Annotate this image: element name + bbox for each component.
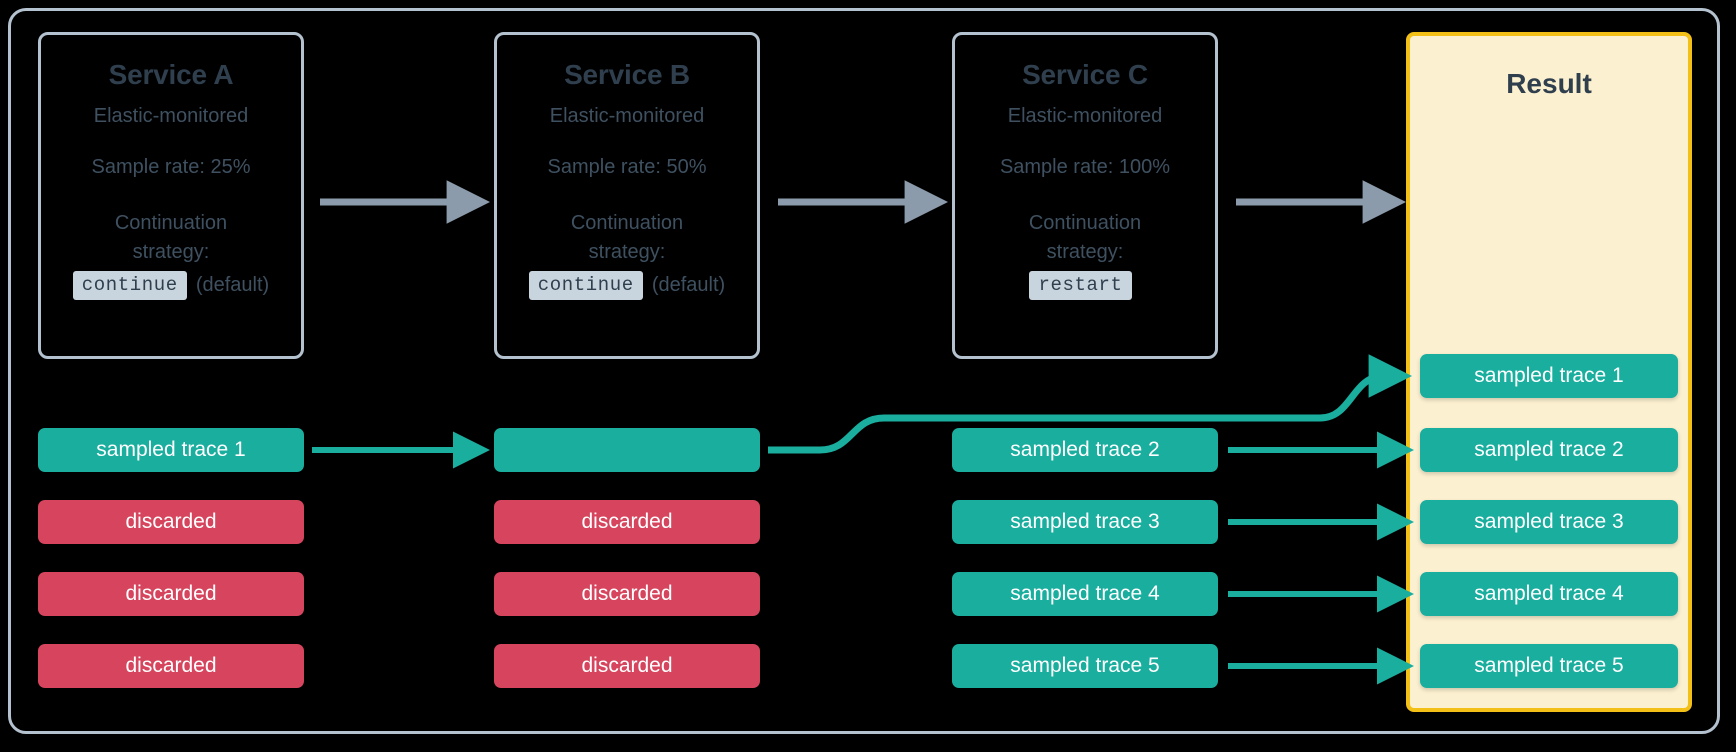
service-b-title: Service B — [564, 59, 690, 90]
trace-pill-c-1-label: sampled trace 2 — [1010, 438, 1160, 461]
service-a-sample-rate: Sample rate: 25% — [91, 156, 251, 178]
service-c-strategy-row: restart — [955, 271, 1215, 300]
trace-pill-a-2-label: discarded — [125, 510, 217, 533]
result-pill-2: sampled trace 2 — [1420, 428, 1678, 472]
result-pill-5-label: sampled trace 5 — [1474, 654, 1624, 677]
result-pill-4: sampled trace 4 — [1420, 572, 1678, 616]
service-c-strategy-chip: restart — [1029, 271, 1132, 300]
trace-pill-c-2: sampled trace 3 — [952, 500, 1218, 544]
trace-pill-c-3: sampled trace 4 — [952, 572, 1218, 616]
service-c-subtitle: Elastic-monitored — [1007, 105, 1163, 127]
trace-pill-b-4-label: discarded — [581, 654, 673, 677]
service-b-strategy-chip: continue — [528, 271, 643, 300]
trace-pill-b-2: discarded — [494, 500, 760, 544]
trace-pill-a-2: discarded — [38, 500, 304, 544]
trace-pill-a-4-label: discarded — [125, 654, 217, 677]
result-pill-1: sampled trace 1 — [1420, 354, 1678, 398]
service-a-strategy-row: continue (default) — [41, 271, 301, 300]
trace-pill-a-4: discarded — [38, 644, 304, 688]
trace-pill-b-4: discarded — [494, 644, 760, 688]
result-pill-3-label: sampled trace 3 — [1474, 510, 1624, 533]
trace-pill-a-1-label: sampled trace 1 — [96, 438, 246, 461]
service-box-a: Service A Elastic-monitored Sample rate:… — [38, 32, 304, 359]
trace-pill-b-3-label: discarded — [581, 582, 673, 605]
result-title: Result — [1506, 68, 1592, 99]
trace-pill-b-3: discarded — [494, 572, 760, 616]
trace-pill-b-1 — [494, 428, 760, 472]
service-box-c: Service C Elastic-monitored Sample rate:… — [952, 32, 1218, 359]
result-pill-2-label: sampled trace 2 — [1474, 438, 1624, 461]
trace-pill-c-2-label: sampled trace 3 — [1010, 510, 1160, 533]
trace-pill-a-3: discarded — [38, 572, 304, 616]
result-pill-3: sampled trace 3 — [1420, 500, 1678, 544]
trace-flow-arrows — [312, 354, 1414, 685]
trace-pill-c-1: sampled trace 2 — [952, 428, 1218, 472]
trace-pill-a-1: sampled trace 1 — [38, 428, 304, 472]
service-c-title: Service C — [1022, 59, 1148, 90]
result-pill-5: sampled trace 5 — [1420, 644, 1678, 688]
service-b-subtitle: Elastic-monitored — [549, 105, 705, 127]
service-c-sample-rate: Sample rate: 100% — [999, 156, 1171, 178]
result-pill-4-label: sampled trace 4 — [1474, 582, 1624, 605]
result-pill-1-label: sampled trace 1 — [1474, 364, 1624, 387]
trace-pill-a-3-label: discarded — [125, 582, 217, 605]
trace-pill-c-4-label: sampled trace 5 — [1010, 654, 1160, 677]
trace-pill-c-3-label: sampled trace 4 — [1010, 582, 1160, 605]
service-b-sample-rate: Sample rate: 50% — [547, 156, 707, 178]
service-a-strategy-chip: continue — [72, 271, 187, 300]
service-b-strategy-note: (default) — [651, 274, 726, 296]
trace-pill-b-2-label: discarded — [581, 510, 673, 533]
trace-pill-c-4: sampled trace 5 — [952, 644, 1218, 688]
service-a-title: Service A — [108, 59, 234, 90]
service-b-strategy-row: continue (default) — [497, 271, 757, 300]
service-a-strategy-note: (default) — [195, 274, 270, 296]
service-a-subtitle: Elastic-monitored — [93, 105, 249, 127]
service-box-b: Service B Elastic-monitored Sample rate:… — [494, 32, 760, 359]
